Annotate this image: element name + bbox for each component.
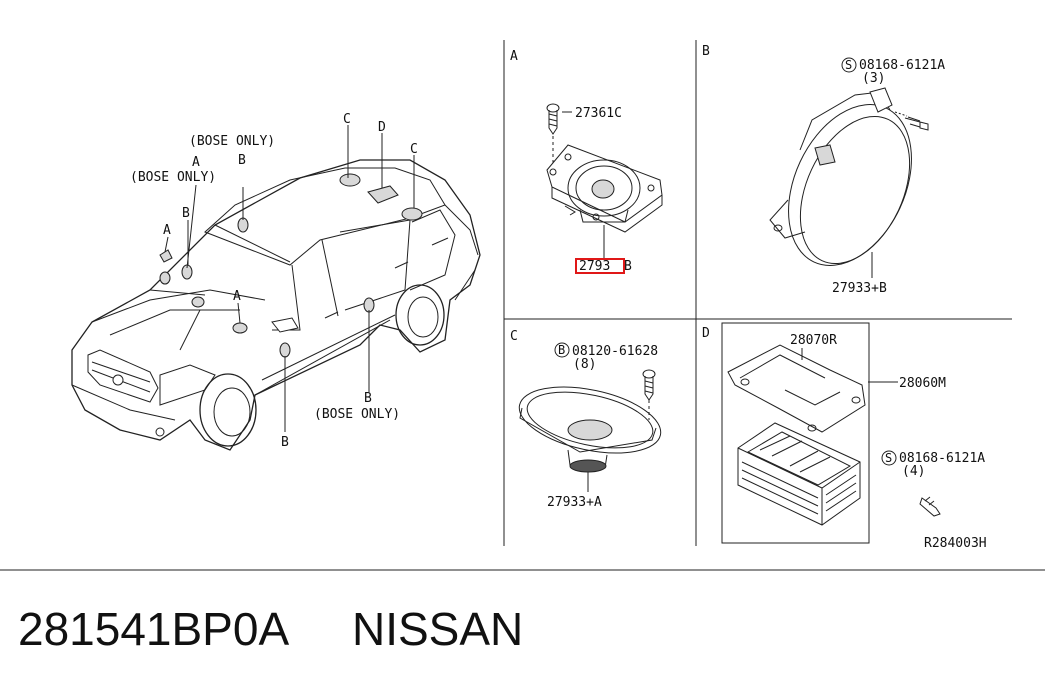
car-callout-a-left: A (163, 223, 171, 238)
panel-c-letter: C (510, 329, 518, 344)
panel-b-screw-code: 08168-6121A (859, 58, 945, 73)
panel-c-bolt-symbol: B (558, 343, 565, 357)
panel-frame (0, 40, 1045, 571)
car-callout-a-bose: A (192, 155, 200, 170)
car-callout-d: D (378, 120, 386, 135)
car-callout-b-door-note: (BOSE ONLY) (314, 407, 400, 422)
panel-d-screw-qty: (4) (902, 464, 925, 479)
panel-d-amplifier (721, 322, 941, 544)
footer-part-number: 281541BP0A (18, 603, 289, 655)
panel-b-screw-qty: (3) (862, 71, 885, 86)
panel-b-speaker-label: 27933+B (832, 281, 887, 296)
panel-c-speaker (518, 369, 662, 492)
panel-d-amplifier-label: 28060M (899, 376, 946, 391)
panel-d-screw-symbol-ring (881, 450, 897, 466)
panel-d-bracket-label: 28070R (790, 333, 837, 348)
car-illustration (71, 125, 481, 451)
panel-a-screw-label: 27361C (575, 106, 622, 121)
panel-b-screw-symbol: S (845, 58, 852, 72)
panel-b-speaker (769, 87, 929, 278)
panel-c-bolt-symbol-ring (554, 342, 570, 358)
panel-d-screw-code: 08168-6121A (899, 451, 985, 466)
panel-b-letter: B (702, 44, 710, 59)
selected-part-highlight[interactable] (575, 258, 625, 274)
panel-d-letter: D (702, 326, 710, 341)
panel-c-bolt-code: 08120-61628 (572, 344, 658, 359)
car-callout-a-mid: A (233, 289, 241, 304)
diagram-reference-code: R284003H (924, 536, 987, 551)
panel-a-speaker-suffix: B (624, 259, 632, 274)
panel-c-speaker-label: 27933+A (547, 495, 602, 510)
car-callout-b-top: B (238, 153, 246, 168)
footer-brand: NISSAN (352, 603, 523, 655)
car-callout-c-left: C (343, 112, 351, 127)
panel-a-speaker (546, 103, 663, 258)
car-callout-b-door: B (364, 391, 372, 406)
car-callout-a-bose-note: (BOSE ONLY) (130, 170, 216, 185)
panel-b-screw-symbol-ring (841, 57, 857, 73)
panel-a-speaker-label: 2793 (579, 259, 610, 274)
panel-c-bolt-qty: (8) (573, 357, 596, 372)
car-callout-b-mid: B (182, 206, 190, 221)
panel-d-screw-symbol: S (885, 451, 892, 465)
panel-a-letter: A (510, 49, 518, 64)
car-callout-b-top-note: (BOSE ONLY) (189, 134, 275, 149)
car-callout-c-right: C (410, 142, 418, 157)
car-callout-b-bottom: B (281, 435, 289, 450)
